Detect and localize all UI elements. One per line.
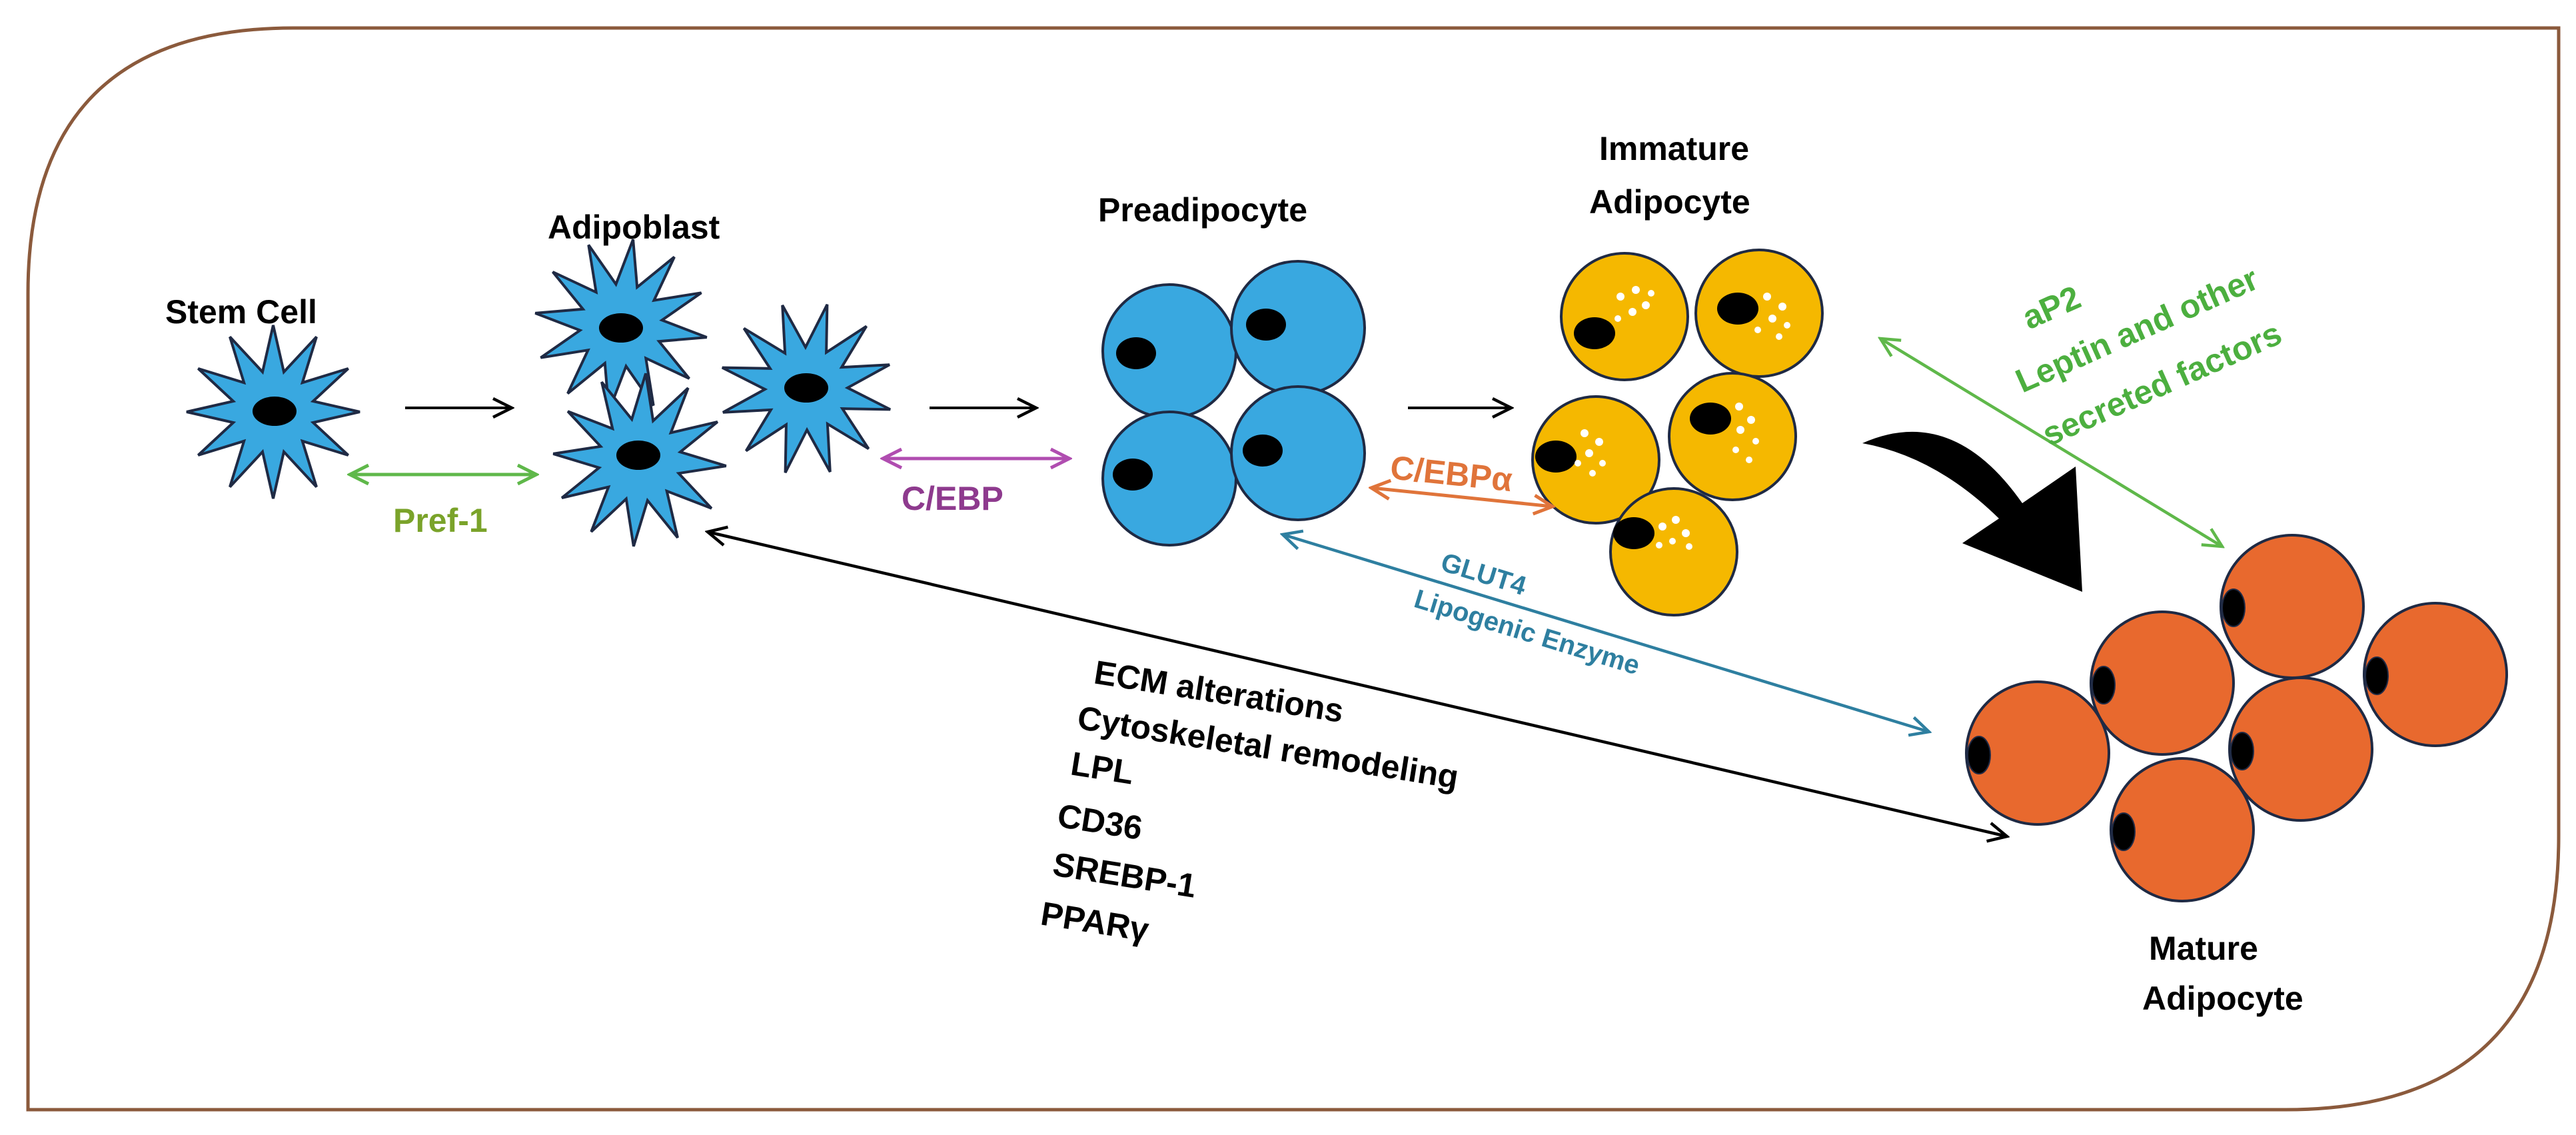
factor-item: PPARγ	[1038, 895, 1151, 949]
mature-adipocyte-cells	[1965, 534, 2508, 902]
preadipocyte-nucleus	[1246, 309, 1286, 341]
factors-list: ECM alterations Cytoskeletal remodeling …	[1038, 654, 1461, 949]
factors-double-arrow	[708, 532, 2007, 836]
ap2-double-arrow	[1880, 339, 2222, 547]
preadipocyte-nucleus	[1116, 337, 1156, 369]
factor-item: CD36	[1055, 797, 1145, 847]
mature-adipocyte-label-line2: Adipocyte	[2142, 980, 2303, 1017]
immature-adipocyte-cell	[1694, 249, 1824, 378]
immature-adipocyte-cells	[1531, 249, 1824, 616]
glut4-label: GLUT4	[1437, 548, 1530, 602]
adipoblast-nucleus	[784, 373, 828, 403]
cebp-label: C/EBP	[902, 480, 1003, 517]
immature-adipocyte-label-line2: Adipocyte	[1589, 183, 1750, 221]
adipoblast-nucleus	[616, 441, 660, 470]
preadipocyte-nucleus	[1113, 459, 1153, 491]
factor-item: LPL	[1068, 745, 1136, 792]
mature-adipocyte-cell	[2090, 610, 2235, 756]
immature-adipocyte-cell	[1560, 252, 1689, 381]
stem-cell-nucleus	[253, 397, 297, 426]
preadipocyte-cells	[1101, 260, 1366, 547]
maturation-curved-arrow	[1862, 431, 2082, 592]
preadipocyte-nucleus	[1243, 435, 1283, 467]
mature-adipocyte-cell	[2228, 676, 2373, 822]
stem-cell	[186, 325, 360, 499]
mature-adipocyte-cell	[2220, 534, 2365, 679]
immature-adipocyte-label-line1: Immature	[1599, 130, 1749, 167]
adipoblast-nucleus	[599, 313, 643, 343]
immature-adipocyte-cell	[1531, 395, 1660, 525]
immature-adipocyte-cell	[1668, 372, 1797, 501]
preadipocyte-label: Preadipocyte	[1098, 191, 1307, 229]
stem-cell-label: Stem Cell	[165, 293, 317, 331]
mature-adipocyte-cell	[1965, 680, 2110, 826]
glut4-double-arrow	[1283, 535, 1929, 732]
adipoblast-cell-1	[534, 239, 708, 412]
pref1-label: Pref-1	[393, 502, 488, 539]
mature-adipocyte-cell	[2110, 757, 2255, 902]
adipoblast-cell-3	[721, 303, 892, 474]
cebpa-double-arrow	[1371, 488, 1553, 507]
adipoblast-cell-2	[552, 373, 727, 547]
ap2-label: aP2	[2017, 279, 2086, 337]
mature-adipocyte-label-line1: Mature	[2149, 930, 2258, 967]
diagram-frame	[26, 26, 2561, 1112]
mature-adipocyte-cell	[2363, 602, 2508, 747]
factor-item: SREBP-1	[1050, 846, 1199, 905]
preadipocyte-cell	[1230, 385, 1366, 521]
adipoblast-label: Adipoblast	[548, 209, 720, 246]
immature-adipocyte-cell	[1609, 487, 1738, 616]
